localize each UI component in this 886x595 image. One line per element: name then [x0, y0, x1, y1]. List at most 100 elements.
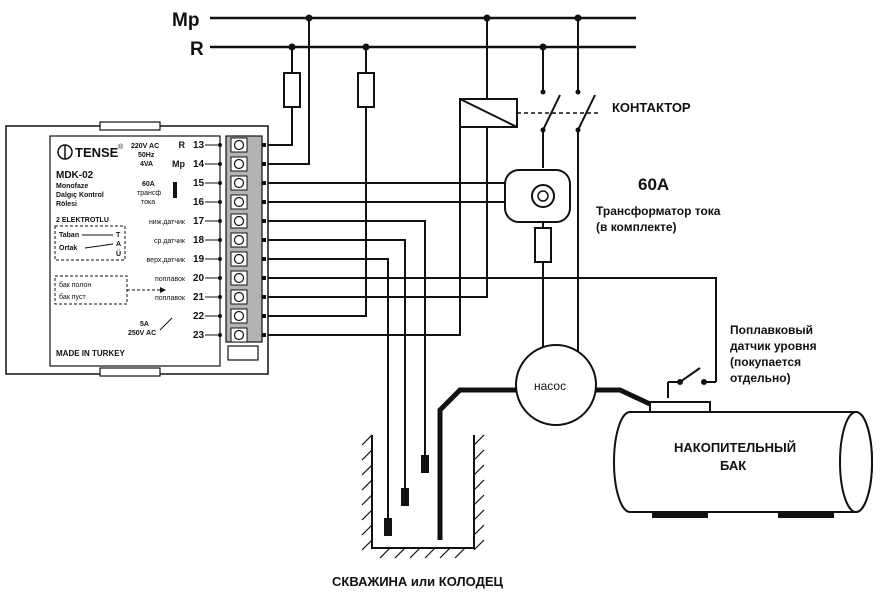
- wire-float-b: [266, 18, 488, 298]
- relay-desc2: Dalgıç Kontrol: [56, 192, 104, 199]
- tank-label-line2: БАК: [720, 458, 746, 473]
- terminal-name: R: [179, 140, 186, 150]
- discharge-pipe: [596, 387, 652, 407]
- tank-support: [778, 512, 834, 518]
- tank-label-line1: НАКОПИТЕЛЬНЫЙ: [674, 440, 796, 455]
- screw-icon: [233, 272, 245, 284]
- brand-name: TENSE: [75, 145, 119, 160]
- screw-icon: [233, 310, 245, 322]
- ct-label2: тока: [141, 199, 155, 206]
- terminal-name: поплавок: [155, 276, 186, 283]
- supply-line2: 50Hz: [138, 152, 155, 159]
- taban-label: Taban: [59, 232, 79, 239]
- well: [361, 434, 485, 559]
- supply-line1: 220V AC: [131, 143, 159, 150]
- t-label: T: [116, 232, 121, 239]
- screw-icon: [233, 158, 245, 170]
- contactor-contact: [577, 94, 596, 131]
- upper-probe: [384, 518, 392, 536]
- storage-tank: [613, 401, 873, 518]
- terminal-13: 13 R: [179, 137, 266, 153]
- terminal-number: 14: [193, 159, 205, 170]
- wire-terminal-14: [266, 18, 310, 165]
- contactor-label: КОНТАКТОР: [612, 100, 691, 115]
- terminal-name: поплавок: [155, 295, 186, 302]
- relay-desc1: Monofaze: [56, 183, 88, 190]
- tank-end: [839, 411, 873, 513]
- full-label: бак полон: [59, 281, 91, 289]
- supply-bus: [210, 16, 636, 49]
- wire-upper-probe: [266, 258, 389, 520]
- fuse-icon: [357, 72, 375, 108]
- terminal-name: ниж.датчик: [149, 219, 186, 226]
- terminal-name: верх.датчик: [147, 257, 186, 264]
- terminal-17: 17 ниж.датчик: [149, 213, 266, 229]
- terminal-number: 21: [193, 292, 205, 303]
- screw-icon: [233, 291, 245, 303]
- screw-icon: [233, 215, 245, 227]
- well-label: СКВАЖИНА или КОЛОДЕЦ: [332, 574, 504, 589]
- ct-ring: [531, 184, 555, 208]
- middle-probe: [401, 488, 409, 506]
- terminal-number: 19: [193, 254, 205, 265]
- coil-slash: [459, 98, 518, 128]
- contactor: [459, 89, 598, 133]
- terminal-name: ср.датчик: [154, 238, 186, 245]
- pump: [515, 344, 597, 426]
- terminal-number: 23: [193, 330, 205, 341]
- screw-icon: [233, 177, 245, 189]
- pump-circle: [515, 344, 597, 426]
- terminal-number: 17: [193, 216, 205, 227]
- wire-middle-probe: [266, 239, 406, 490]
- terminal-19: 19 верх.датчик: [147, 251, 266, 267]
- screw-icon: [233, 139, 245, 151]
- terminal-number: 16: [193, 197, 205, 208]
- tank-support: [652, 512, 708, 518]
- terminal-number: 15: [193, 178, 205, 189]
- float-label-line1: Поплавковый: [730, 323, 813, 337]
- terminal-number: 20: [193, 273, 205, 284]
- neutral-bus-label: Mp: [172, 10, 199, 31]
- ct-title-line2: (в комплекте): [596, 220, 677, 234]
- u-label: Ü: [116, 249, 121, 258]
- terminal-20: 20 поплавок: [155, 270, 266, 286]
- terminal-name: Mp: [172, 159, 185, 169]
- lower-probe: [421, 455, 429, 473]
- screw-icon: [233, 234, 245, 246]
- wire-float-a: [266, 277, 717, 382]
- relay-model: MDK-02: [56, 170, 94, 181]
- terminal-22: 22: [193, 308, 266, 324]
- tank-hatch: [649, 401, 711, 413]
- wire-lower-probe: [266, 220, 426, 458]
- made-in-label: MADE IN TURKEY: [56, 349, 126, 358]
- terminal-14: 14 Mp: [172, 156, 266, 172]
- wire-terminal-22: [266, 107, 367, 317]
- relay-faceplate: [49, 135, 221, 367]
- screw-icon: [233, 253, 245, 265]
- terminal-23: 23: [193, 327, 266, 343]
- contactor-contact: [542, 94, 561, 131]
- ct-label1: трансф: [137, 190, 161, 197]
- wire-terminal-23: [266, 117, 461, 336]
- screw-icon: [233, 329, 245, 341]
- terminal-number: 13: [193, 140, 205, 151]
- terminal-21: 21 поплавок: [155, 289, 266, 305]
- empty-label: бак пуст: [59, 293, 86, 301]
- ct-amp: 60A: [142, 181, 155, 188]
- float-switch: [668, 367, 716, 385]
- electrode-box: [54, 225, 126, 261]
- ortak-label: Ortak: [59, 245, 77, 252]
- float-label-line2: датчик уровня: [730, 339, 817, 353]
- brand-trademark: ®: [118, 143, 124, 151]
- float-label-line4: отдельно): [730, 371, 791, 385]
- current-transformer: [504, 169, 571, 223]
- supply-line3: 4VA: [140, 161, 153, 168]
- wire-terminal-13: [266, 107, 293, 146]
- screw-icon: [233, 196, 245, 208]
- fuse-icon: [283, 72, 301, 108]
- ct-rating-label: 60A: [638, 175, 669, 194]
- phase-bus-label: R: [190, 39, 204, 60]
- relay-desc3: Rölesi: [56, 201, 77, 208]
